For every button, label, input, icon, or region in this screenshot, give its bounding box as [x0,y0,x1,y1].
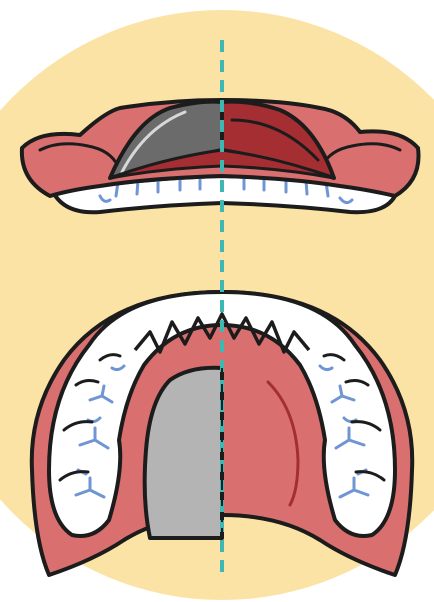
denture-illustration [0,0,434,602]
